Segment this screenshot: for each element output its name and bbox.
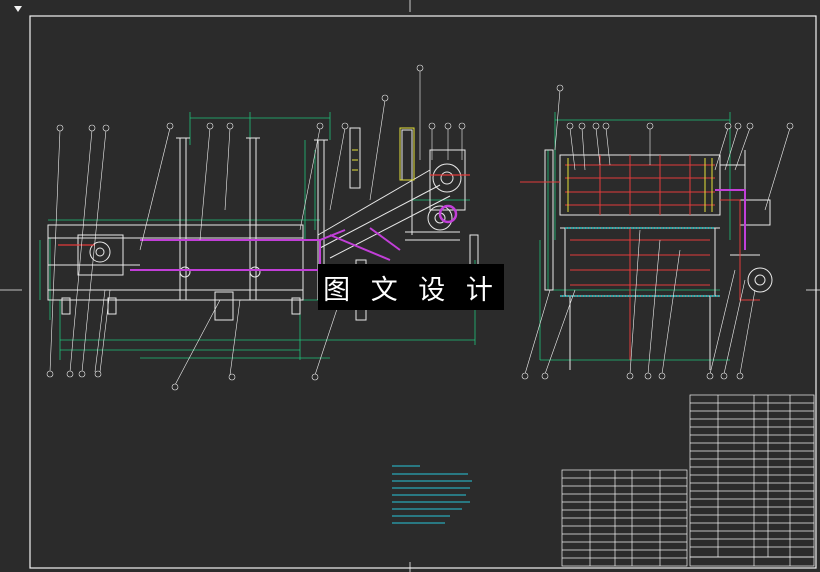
side-cyan <box>560 227 720 297</box>
side-leaders <box>524 89 791 375</box>
side-red <box>520 155 760 360</box>
front-leaders <box>49 70 463 386</box>
parts-list-right <box>689 394 815 558</box>
side-dimensions <box>539 112 731 361</box>
front-view <box>39 64 479 391</box>
front-tags <box>46 64 466 391</box>
front-yellow <box>352 127 415 181</box>
side-tags <box>521 84 794 380</box>
front-red-lines <box>58 174 470 246</box>
side-yellow <box>567 158 713 212</box>
technical-notes <box>392 465 472 524</box>
side-view <box>520 84 794 380</box>
title-block <box>689 556 815 567</box>
parts-list-left <box>561 469 688 567</box>
front-dimensions <box>39 112 476 360</box>
watermark: 图 文 设 计 <box>318 264 504 310</box>
side-pipes <box>715 189 746 250</box>
front-rollers <box>89 163 462 278</box>
